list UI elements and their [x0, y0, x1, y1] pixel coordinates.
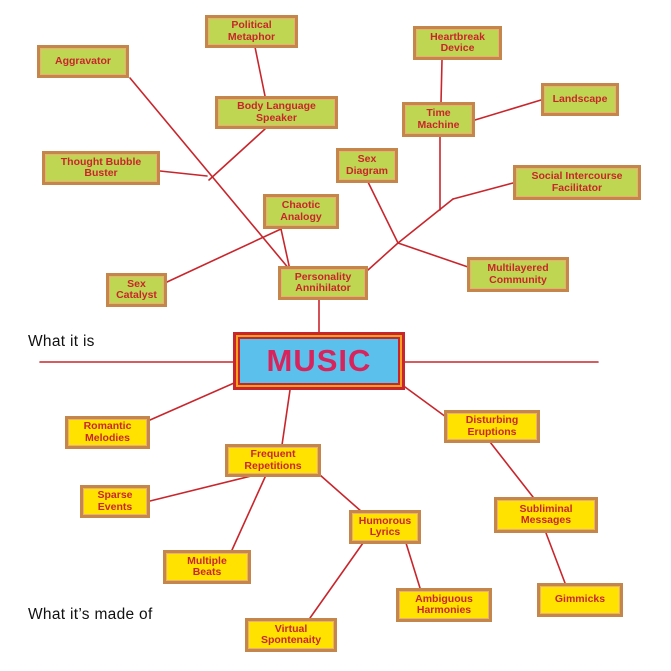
link-personality-rightfork: [367, 242, 399, 271]
node-romantic-melodies: Romantic Melodies: [65, 416, 150, 449]
music-center-node: MUSIC: [233, 332, 405, 390]
node-multiple-beats: Multiple Beats: [163, 550, 251, 584]
link-time-machine-heartbreak: [440, 59, 443, 104]
node-sex-catalyst: Sex Catalyst: [106, 273, 167, 307]
node-chaotic-analogy: Chaotic Analogy: [263, 194, 339, 229]
node-virtual-spontenaity: Virtual Spontenaity: [245, 618, 337, 652]
link-social-elbow: [452, 182, 514, 200]
link-rightfork-sex-diagram: [366, 179, 399, 244]
link-personality-chaotic: [280, 228, 291, 271]
node-personality-annihilator: Personality Annihilator: [278, 266, 368, 300]
link-branch-body-language: [208, 128, 266, 181]
node-humorous-lyrics: Humorous Lyrics: [349, 510, 421, 544]
node-subliminal-messages: Subliminal Messages: [494, 497, 598, 533]
link-frequent-sparse: [149, 474, 256, 502]
node-body-language-speaker: Body Language Speaker: [215, 96, 338, 129]
node-ambiguous-harmonies: Ambiguous Harmonies: [396, 588, 492, 622]
link-subliminal-gimmicks: [545, 532, 566, 584]
node-disturbing-eruptions: Disturbing Eruptions: [444, 410, 540, 443]
section-label-what-it-is: What it is: [28, 333, 95, 350]
link-humorous-ambiguous: [405, 542, 421, 589]
link-frequent-multiple-beats: [231, 474, 267, 551]
music-title: MUSIC: [240, 339, 398, 383]
link-rightfork-social: [397, 198, 454, 244]
node-thought-bubble-buster: Thought Bubble Buster: [42, 151, 160, 185]
node-political-metaphor: Political Metaphor: [205, 15, 298, 48]
link-humorous-virtual: [309, 542, 364, 619]
node-sex-diagram: Sex Diagram: [336, 148, 398, 183]
link-center-frequent: [281, 389, 291, 446]
link-center-disturbing: [404, 386, 447, 418]
node-social-intercourse-facilitator: Social Intercourse Facilitator: [513, 165, 641, 200]
section-label-what-its-made-of: What it’s made of: [28, 606, 153, 623]
link-body-language-political: [254, 46, 266, 97]
link-frequent-humorous: [319, 474, 363, 513]
link-chaotic-sex-catalyst: [166, 228, 282, 283]
link-rightfork-multilayered: [397, 242, 469, 268]
node-gimmicks: Gimmicks: [537, 583, 623, 617]
node-heartbreak-device: Heartbreak Device: [413, 26, 502, 60]
link-branch-thought-bubble: [159, 170, 208, 177]
node-frequent-repetitions: Frequent Repetitions: [225, 444, 321, 477]
link-disturbing-subliminal: [489, 441, 534, 498]
node-landscape: Landscape: [541, 83, 619, 116]
node-aggravator: Aggravator: [37, 45, 129, 78]
link-time-machine-landscape: [474, 99, 542, 121]
node-multilayered-community: Multilayered Community: [467, 257, 569, 292]
node-time-machine: Time Machine: [402, 102, 475, 137]
node-sparse-events: Sparse Events: [80, 485, 150, 518]
